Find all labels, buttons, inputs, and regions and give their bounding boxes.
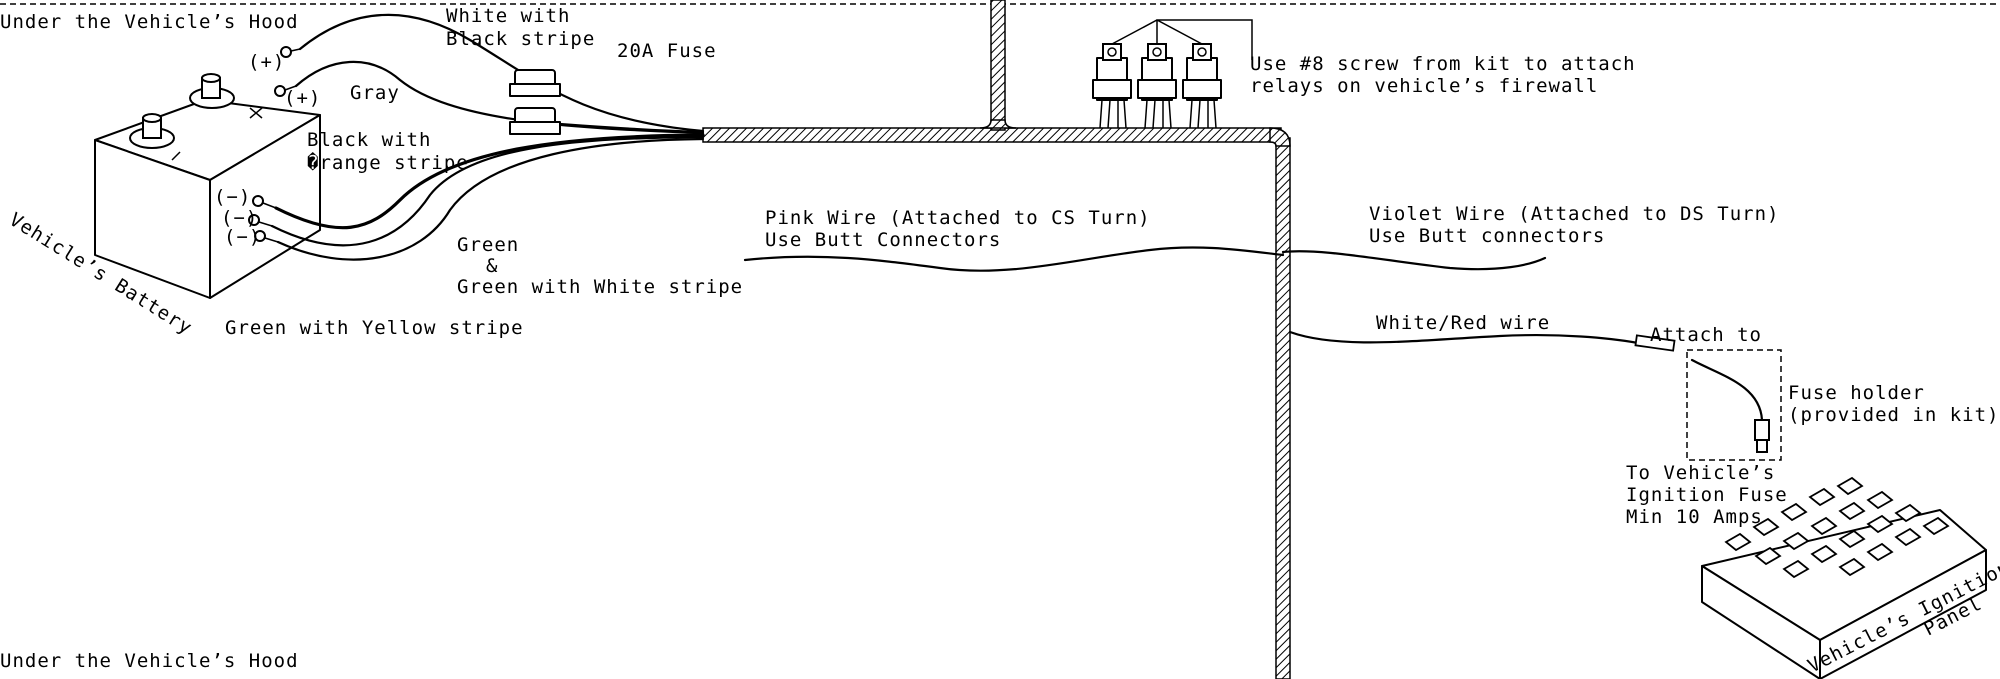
white-red-wire: [1288, 330, 1640, 345]
fuse-20a-label: 20A Fuse: [617, 40, 717, 62]
ring-terminal-icons: [248, 46, 301, 243]
ignition-panel: [1701, 476, 1987, 679]
fuse-slot-icon: [1782, 559, 1810, 579]
relay-leader-lines: [1111, 19, 1253, 60]
fuse-slot-icon: [1894, 527, 1922, 547]
gray-label: Gray: [350, 82, 400, 104]
fuse-slot-icon: [1724, 532, 1752, 552]
fuse-holder-icon: [1754, 419, 1770, 441]
fuse-slot-icon: [1838, 529, 1866, 549]
hood-label-bottom: Under the Vehicle’s Hood: [0, 650, 299, 672]
fuse-holder-label: Fuse holder: [1788, 382, 1925, 404]
pink-wire-label-2: Use Butt Connectors: [765, 229, 1001, 251]
fuse-slot-icon: [1752, 517, 1780, 537]
violet-wire-label: Violet Wire (Attached to DS Turn): [1369, 203, 1780, 225]
minus-label-2: (−): [221, 207, 258, 229]
fuse-slot-icon: [1808, 487, 1836, 507]
vehicle-battery: [94, 73, 321, 299]
fuse-holder-box: [1686, 349, 1782, 461]
pink-wire: [743, 246, 1285, 272]
battery-wires: [270, 13, 705, 261]
fuse-slot-icon: [1754, 546, 1782, 566]
fuse-slot-icon: [1866, 514, 1894, 534]
green-and-label: &: [486, 255, 498, 277]
relay-icons: [1092, 43, 1222, 129]
fuse-slot-icon: [1894, 503, 1922, 523]
fuse-slot-icon: [1838, 557, 1866, 577]
wiring-harness: [702, 0, 1291, 679]
pink-wire-label: Pink Wire (Attached to CS Turn): [765, 207, 1151, 229]
relay-note-label-2: relays on vehicle’s firewall: [1250, 75, 1598, 97]
black-orange-label-2: �range stripe: [307, 151, 469, 174]
plus-label-2: (+): [284, 87, 321, 109]
white-red-label: White/Red wire: [1376, 312, 1550, 334]
plus-label-1: (+): [248, 51, 285, 73]
violet-wire-label-2: Use Butt connectors: [1369, 225, 1605, 247]
fuse-slot-icon: [1836, 476, 1864, 496]
fuse-slot-icon: [1780, 502, 1808, 522]
fuse-slot-icon: [1838, 501, 1866, 521]
green-yellow-label: Green with Yellow stripe: [225, 317, 524, 339]
green-white-label: Green with White stripe: [457, 276, 743, 298]
attach-to-label: Attach to: [1650, 324, 1762, 346]
green-label: Green: [457, 234, 519, 256]
ignition-fuse-label-3: Min 10 Amps: [1626, 506, 1763, 528]
fuse-slot-icon: [1866, 490, 1894, 510]
minus-label-1: (−): [214, 186, 251, 208]
white-black-label-2: Black stripe: [446, 28, 595, 50]
fuse-holder-label-2: (provided in kit): [1788, 404, 1999, 426]
ignition-fuse-label: To Vehicle’s: [1626, 462, 1775, 484]
minus-label-3: (−): [224, 226, 261, 248]
fuse-slot-icon: [1810, 544, 1838, 564]
wire-connector-icon: [1634, 334, 1676, 352]
fuse-slot-icon: [1782, 531, 1810, 551]
relay-note-label: Use #8 screw from kit to attach: [1250, 53, 1636, 75]
fuse-20a-icons: [509, 69, 561, 135]
violet-wire: [1281, 250, 1547, 271]
fuse-holder-wire: [1690, 358, 1764, 422]
black-orange-label: Black with: [307, 129, 431, 151]
fuse-slot-icon: [1866, 542, 1894, 562]
white-black-label: White with: [446, 5, 570, 27]
ignition-fuse-label-2: Ignition Fuse: [1626, 484, 1788, 506]
fuse-slot-icon: [1922, 516, 1950, 536]
hood-label-top: Under the Vehicle’s Hood: [0, 11, 299, 33]
fuse-slot-icon: [1810, 516, 1838, 536]
